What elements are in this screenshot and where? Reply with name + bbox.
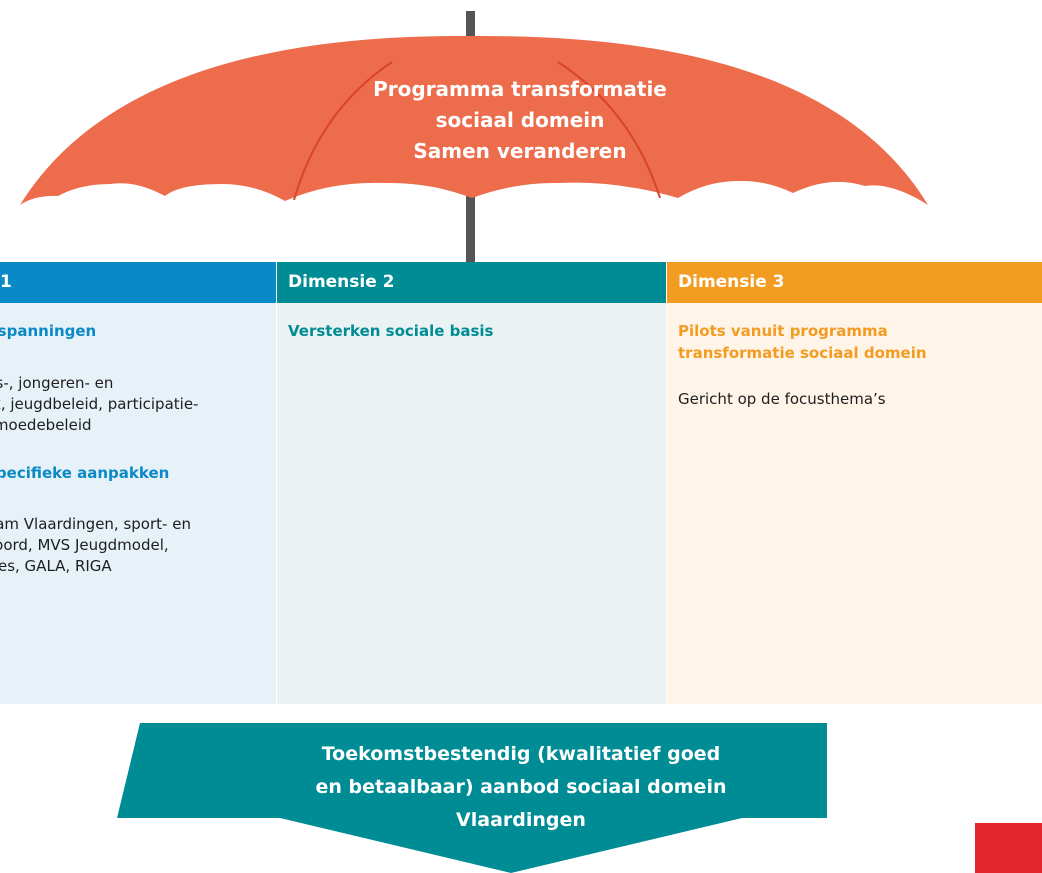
dimension-1-column: 1 nspanningen ns-, jongeren- en rk, jeug… [0, 262, 276, 704]
umbrella-title-line: Programma transformatie [373, 77, 667, 101]
umbrella-rib-left [293, 61, 393, 201]
umbrella-shaft-top [466, 11, 475, 37]
umbrella-rib-right [557, 61, 661, 199]
dimension-1-text-line: sies, GALA, RIGA [0, 557, 112, 575]
dimension-1-text-line: aam Vlaardingen, sport- en [0, 515, 191, 533]
dimension-2-heading: Dimensie 2 [277, 262, 666, 303]
umbrella-title-line: sociaal domein [435, 108, 605, 132]
outcome-line: Toekomstbestendig (kwalitatief goed [321, 743, 721, 765]
dimension-3-heading: Dimensie 3 [667, 262, 1042, 303]
dimension-3-section-title: transformatie sociaal domein [678, 344, 927, 362]
dimension-1-text-line: koord, MVS Jeugdmodel, [0, 536, 169, 554]
dimension-1-section-title: nspanningen [0, 322, 97, 340]
umbrella-canopy [20, 35, 928, 205]
outcome-arrow [117, 723, 827, 873]
outcome-line: en betaalbaar) aanbod sociaal domein [315, 776, 727, 798]
dimension-1-text-line: rk, jeugdbeleid, participatie- [0, 395, 199, 413]
dimension-3-text-line: Gericht op de focusthema’s [678, 390, 886, 408]
outcome-line: Vlaardingen [456, 809, 586, 831]
dimension-2-section-title: Versterken sociale basis [288, 322, 494, 340]
dimension-1-text-line: ns-, jongeren- en [0, 374, 114, 392]
dimension-1-section-title: specifieke aanpakken [0, 464, 170, 482]
outcome-text: Toekomstbestendig (kwalitatief goed en b… [196, 738, 846, 837]
umbrella [20, 11, 928, 262]
dimension-3-section-title: Pilots vanuit programma [678, 322, 888, 340]
dimension-2-column: Dimensie 2 Versterken sociale basis [277, 262, 666, 704]
umbrella-shaft [466, 192, 475, 262]
red-accent-square [975, 823, 1042, 873]
dimension-1-heading: 1 [0, 262, 276, 303]
umbrella-title-line: Samen veranderen [413, 139, 627, 163]
umbrella-title: Programma transformatie sociaal domein S… [300, 74, 740, 167]
dimension-1-text-line: rmoedebeleid [0, 416, 92, 434]
dimension-3-column: Dimensie 3 Pilots vanuit programma trans… [667, 262, 1042, 704]
